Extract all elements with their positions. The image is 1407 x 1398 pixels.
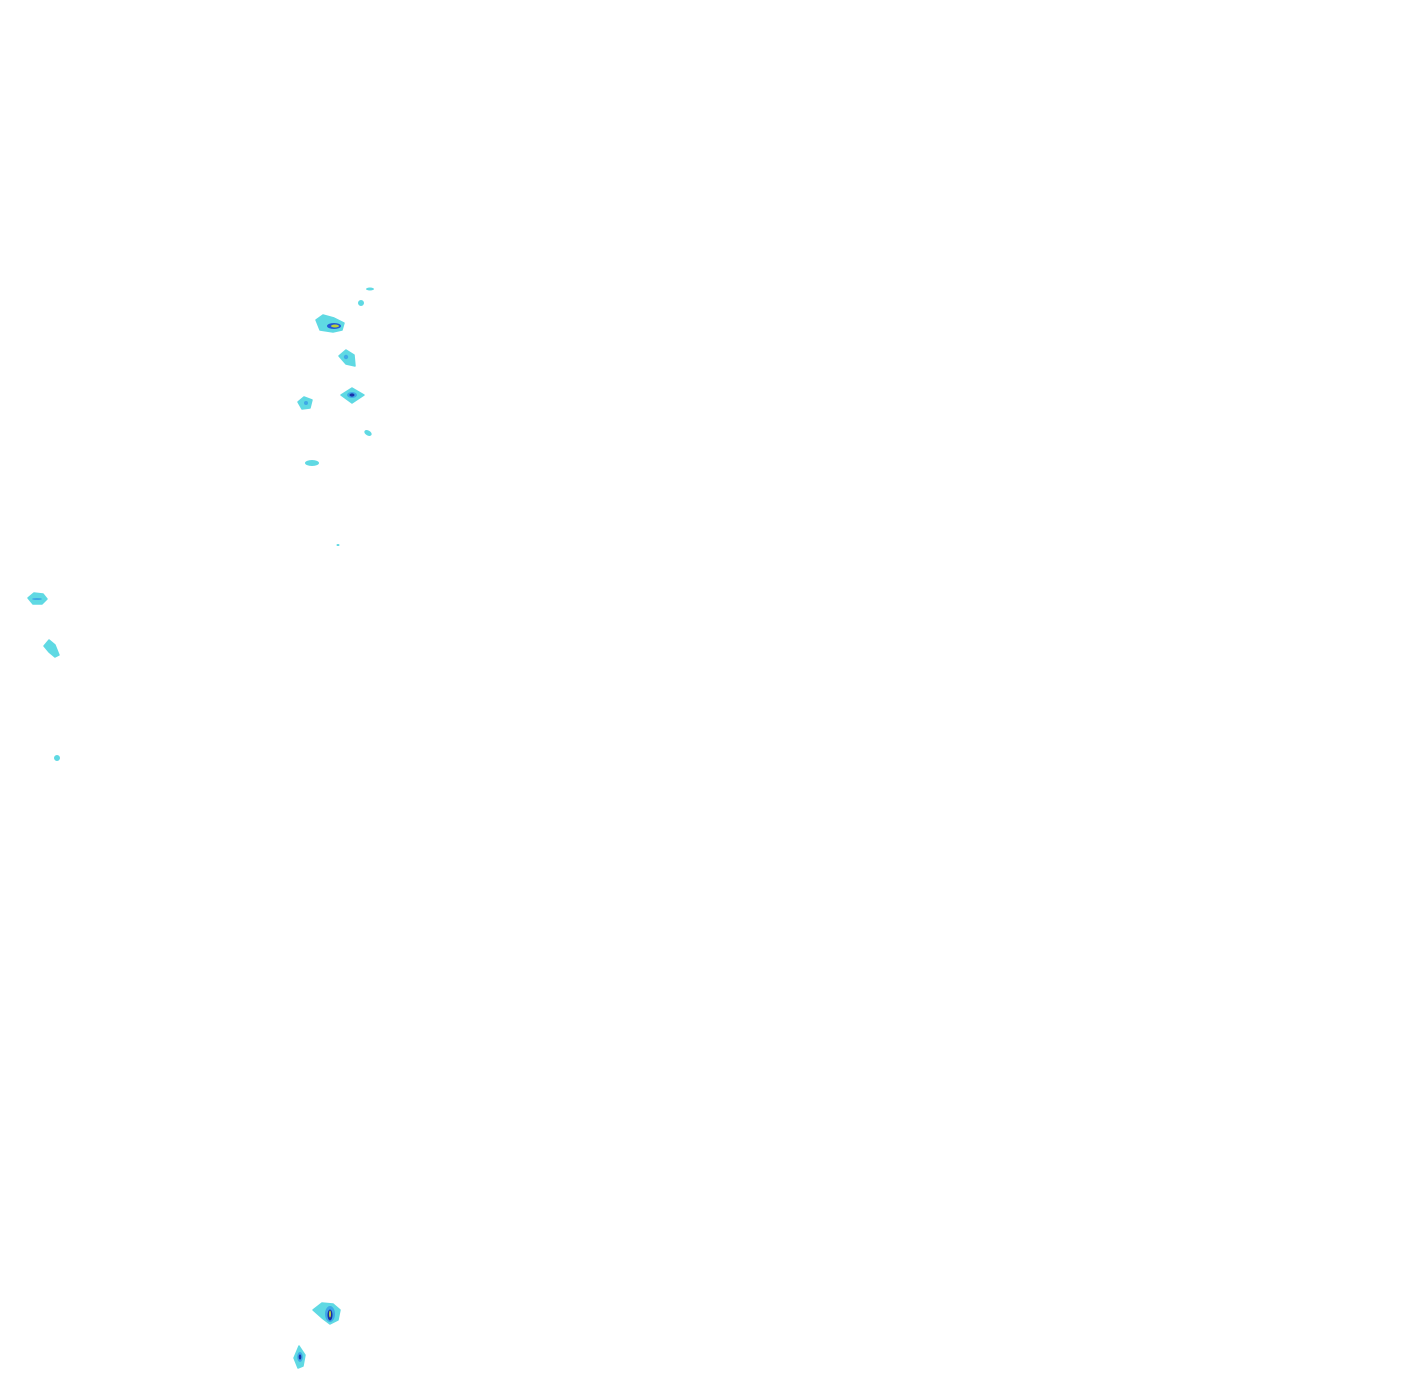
contour-blob <box>305 460 319 466</box>
contour-blob <box>336 544 340 546</box>
contour-level <box>43 639 60 658</box>
contour-level <box>364 430 372 436</box>
contour-level <box>358 300 364 306</box>
contour-level <box>349 393 355 397</box>
contour-level <box>54 755 60 761</box>
contour-blob <box>364 430 372 436</box>
contour-level <box>305 460 319 466</box>
contour-blob <box>54 755 60 761</box>
contour-level <box>32 598 42 600</box>
contour-level <box>304 401 308 405</box>
contour-blobs <box>27 287 374 1369</box>
contour-blob <box>293 1345 306 1369</box>
contour-blob <box>340 387 365 404</box>
contour-blob <box>43 639 60 658</box>
contour-level <box>329 1310 331 1318</box>
contour-blob <box>312 1302 341 1325</box>
contour-blob <box>358 300 364 306</box>
contour-level <box>343 354 349 360</box>
contour-blob <box>315 314 345 333</box>
contour-level <box>331 324 339 328</box>
contour-blob <box>297 396 313 410</box>
contour-blob <box>27 592 48 605</box>
contour-blob <box>366 287 374 291</box>
contour-level <box>336 544 340 546</box>
contour-blob <box>338 349 356 367</box>
contour-level <box>366 287 374 291</box>
contour-level <box>298 1354 302 1360</box>
